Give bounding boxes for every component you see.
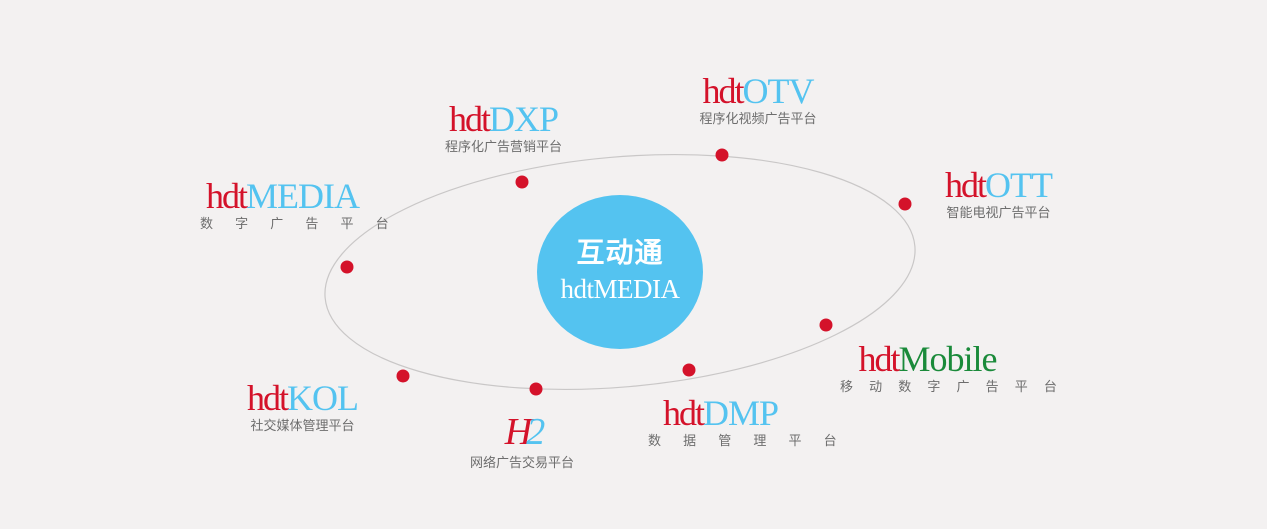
- orbit-dot-dxp: [515, 175, 529, 189]
- node-kol: hdtKOL 社交媒体管理平台: [230, 380, 375, 435]
- node-dmp-subtitle: 数 据 管 理 平 台: [648, 434, 846, 449]
- node-h2-logo: H2: [504, 411, 545, 453]
- node-media-subtitle: 数 字 广 告 平 台: [200, 217, 398, 232]
- node-ott: hdtOTT 智能电视广告平台: [926, 167, 1071, 222]
- node-dxp-subtitle: 程序化广告营销平台: [444, 140, 562, 155]
- node-h2-subtitle: 网络广告交易平台: [469, 456, 574, 471]
- node-ott-suffix: OTT: [985, 165, 1053, 205]
- orbit-dot-dmp: [682, 363, 696, 377]
- node-otv-logo: hdtOTV: [702, 71, 815, 111]
- orbit-dot-kol: [396, 369, 410, 383]
- node-media: hdtMEDIA 数 字 广 告 平 台: [200, 176, 398, 233]
- center-title-en: hdtMEDIA: [560, 274, 681, 305]
- orbit-dot-otv: [715, 148, 729, 162]
- center-circle: 互动通 hdtMEDIA: [537, 195, 703, 349]
- node-h2: H2 网络广告交易平台: [454, 411, 590, 472]
- node-kol-logo: hdtKOL: [246, 378, 359, 418]
- node-dxp-suffix: DXP: [488, 99, 559, 139]
- orbit-dot-ott: [898, 197, 912, 211]
- node-mobile-subtitle: 移 动 数 字 广 告 平 台: [840, 380, 1063, 395]
- orbit-ellipse: [324, 153, 916, 391]
- node-kol-subtitle: 社交媒体管理平台: [250, 419, 355, 434]
- node-otv: hdtOTV 程序化视频广告平台: [684, 73, 832, 128]
- node-dxp: hdtDXP 程序化广告营销平台: [431, 101, 576, 156]
- node-ott-logo: hdtOTT: [945, 165, 1053, 205]
- orbit-dot-media: [340, 260, 354, 274]
- node-ott-subtitle: 智能电视广告平台: [946, 206, 1051, 221]
- node-otv-subtitle: 程序化视频广告平台: [699, 112, 817, 127]
- orbit-dot-h2: [529, 382, 543, 396]
- node-dmp-suffix: DMP: [702, 393, 779, 433]
- node-dxp-logo: hdtDXP: [448, 99, 559, 139]
- center-title-cn: 互动通: [576, 236, 664, 270]
- node-dmp-logo: hdtDMP: [662, 393, 779, 433]
- node-media-suffix: MEDIA: [246, 176, 360, 216]
- node-dmp: hdtDMP 数 据 管 理 平 台: [648, 393, 846, 450]
- orbit-dot-mobile: [819, 318, 833, 332]
- node-mobile: hdtMobile 移 动 数 字 广 告 平 台: [840, 339, 1063, 396]
- node-media-logo: hdtMEDIA: [206, 176, 360, 216]
- node-otv-suffix: OTV: [742, 71, 815, 111]
- node-mobile-suffix: Mobile: [898, 339, 998, 379]
- node-kol-suffix: KOL: [287, 378, 359, 418]
- node-mobile-logo: hdtMobile: [858, 339, 998, 379]
